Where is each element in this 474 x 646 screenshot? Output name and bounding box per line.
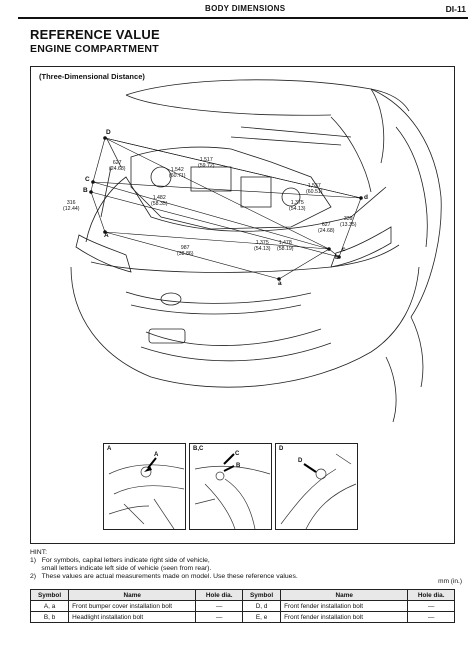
col-header: Symbol — [241, 589, 282, 601]
detail-view-b-c: B,C C B — [189, 443, 272, 530]
dim-label: 1,537 (60.51) — [306, 183, 323, 195]
point-label: D — [106, 129, 111, 136]
detail-view-a: A A — [103, 443, 186, 530]
hint-line: 1) For symbols, capital letters indicate… — [30, 557, 210, 564]
page-subtitle: ENGINE COMPARTMENT — [30, 43, 159, 55]
detail-label: A — [107, 446, 112, 452]
col-header: Hole dia. — [407, 589, 455, 601]
detail-mark: A — [154, 452, 159, 458]
table-cell: Front fender installation bolt — [280, 600, 409, 612]
hint-notes: HINT: 1) For symbols, capital letters in… — [30, 549, 298, 581]
hint-line: 2) These values are actual measurements … — [30, 573, 298, 580]
table-header-row: Symbol Name Hole dia. Symbol Name Hole d… — [29, 589, 455, 601]
detail-illustration — [194, 453, 271, 529]
dim-label: 627 (24.68) — [109, 160, 126, 172]
table-cell: — — [407, 600, 455, 612]
col-header: Symbol — [29, 589, 70, 601]
detail-mark: D — [298, 458, 303, 464]
col-header: Hole dia. — [195, 589, 243, 601]
dim-label: 1,542 (60.71) — [169, 167, 186, 179]
point-label: c — [342, 246, 346, 253]
table-cell: D, d — [241, 600, 282, 612]
table-cell: — — [195, 611, 243, 623]
table-cell: Front bumper cover installation bolt — [68, 600, 197, 612]
detail-label: D — [279, 446, 284, 452]
table-cell: B, b — [29, 611, 70, 623]
detail-illustration — [280, 453, 357, 529]
car-illustration — [70, 79, 442, 423]
dim-label: 1,375 (54.13) — [254, 240, 271, 252]
table-cell: — — [195, 600, 243, 612]
dim-label: 316 (12.44) — [63, 200, 80, 212]
dim-label: 1,517 (59.72) — [198, 157, 215, 169]
col-header: Name — [68, 589, 197, 601]
symbol-legend-table: Symbol Name Hole dia. Symbol Name Hole d… — [29, 589, 455, 623]
point-label: b — [335, 254, 339, 261]
dim-label: 987 (38.86) — [177, 245, 194, 257]
figure-caption: (Three-Dimensional Distance) — [39, 72, 145, 81]
dim-label: 1,375 (54.13) — [289, 200, 306, 212]
detail-mark: C — [235, 451, 240, 457]
section-title: BODY DIMENSIONS — [205, 4, 286, 13]
detail-view-d: D D — [275, 443, 358, 530]
table-cell: Front fender installation bolt — [280, 611, 409, 623]
detail-illustration — [108, 457, 185, 529]
hint-line: HINT: — [30, 549, 47, 556]
table-cell: E, e — [241, 611, 282, 623]
hint-line: small letters indicate left side of vehi… — [30, 565, 212, 572]
point-label: a — [278, 280, 282, 287]
point-label: C — [85, 176, 90, 183]
point-label: A — [104, 232, 109, 239]
dim-label: 627 (24.68) — [318, 222, 335, 234]
unit-label: mm (in.) — [438, 578, 462, 585]
table-row: A, a Front bumper cover installation bol… — [29, 600, 455, 612]
table-cell: Headlight installation bolt — [68, 611, 197, 623]
point-label: d — [364, 194, 368, 201]
detail-mark: B — [236, 463, 241, 469]
dim-label: 1,478 (58.19) — [277, 240, 294, 252]
engine-compartment-figure: (Three-Dimensional Distance) — [30, 66, 455, 544]
col-header: Name — [280, 589, 409, 601]
page-title: REFERENCE VALUE — [30, 27, 160, 42]
header-rule — [18, 3, 468, 19]
page-number: DI-11 — [445, 4, 466, 14]
table-cell: A, a — [29, 600, 70, 612]
table-cell: — — [407, 611, 455, 623]
dim-label: 1,482 (58.35) — [151, 195, 168, 207]
detail-label: B,C — [193, 446, 204, 452]
dim-label: 339 (13.35) — [340, 216, 357, 228]
point-label: B — [83, 187, 88, 194]
table-row: B, b Headlight installation bolt — E, e … — [29, 611, 455, 623]
